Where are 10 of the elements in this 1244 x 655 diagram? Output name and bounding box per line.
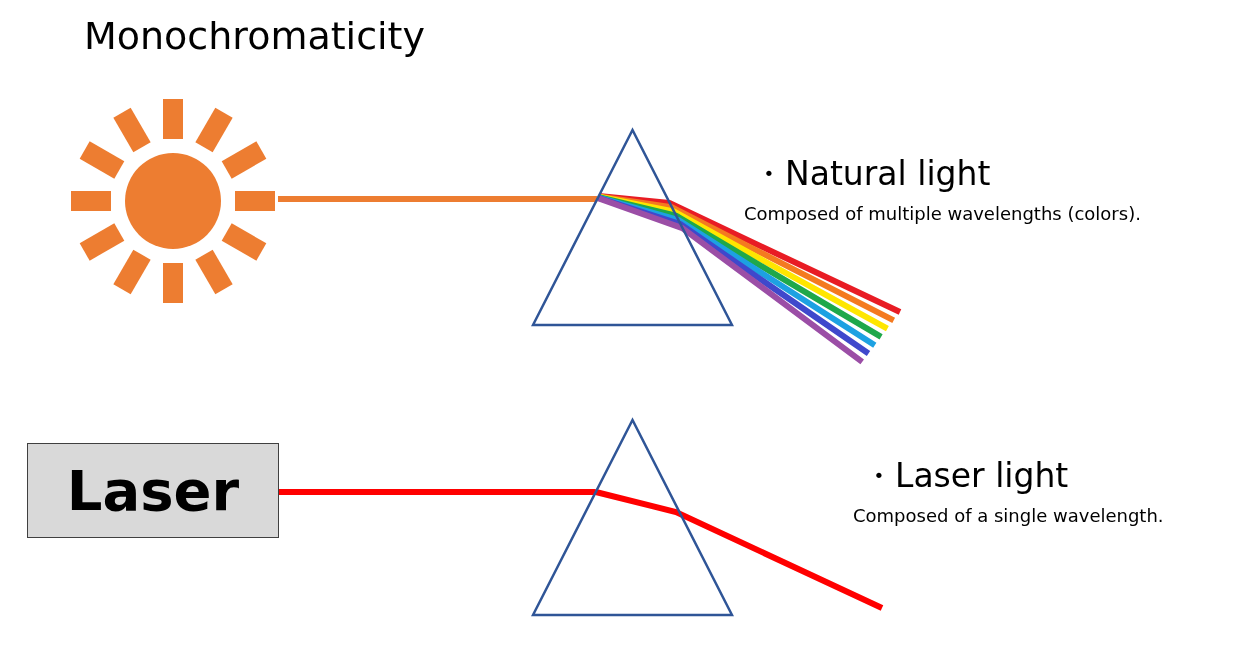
description-text: Composed of multiple wavelengths (colors). [744,204,1141,224]
laser-box: Laser [27,443,279,538]
light-beam [278,196,598,202]
light-beam [595,489,884,611]
heading-label: ・Laser light [862,458,1069,495]
title: Monochromaticity [84,16,425,58]
description-text: Composed of a single wavelength. [853,506,1164,526]
rainbow-beam [597,193,902,365]
heading-label: ・Natural light [752,156,991,193]
light-beam [279,489,596,495]
